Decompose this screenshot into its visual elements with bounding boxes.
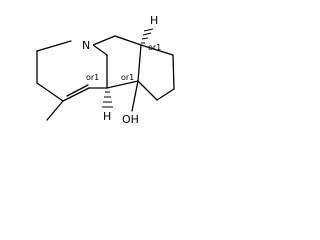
stereo-label-center: or1 [121, 73, 134, 82]
methyl-bond [46, 100, 64, 121]
bond [114, 35, 142, 46]
bond [140, 44, 174, 56]
nitrogen-label: N [82, 39, 90, 52]
hydroxyl-label: OH [122, 113, 139, 126]
bond [106, 80, 139, 89]
molecule-diagram: N H H OH or1 or1 or1 [36, 14, 175, 126]
stereo-label-left: or1 [86, 73, 99, 82]
hashed-bond-top [141, 28, 154, 44]
oh-bond [131, 80, 139, 112]
bond [62, 87, 90, 102]
h-top-label: H [150, 14, 158, 27]
stereo-label-right: or1 [148, 43, 161, 52]
bond [137, 44, 142, 82]
bond [92, 35, 116, 46]
bond [92, 44, 108, 56]
hashed-bond-bottom [102, 91, 113, 108]
h-bottom-label: H [103, 110, 111, 123]
bond [172, 54, 175, 90]
bond [36, 82, 64, 102]
double-bond-inner [66, 84, 89, 97]
bond [137, 80, 158, 101]
bond [36, 40, 72, 52]
bond [156, 88, 175, 101]
